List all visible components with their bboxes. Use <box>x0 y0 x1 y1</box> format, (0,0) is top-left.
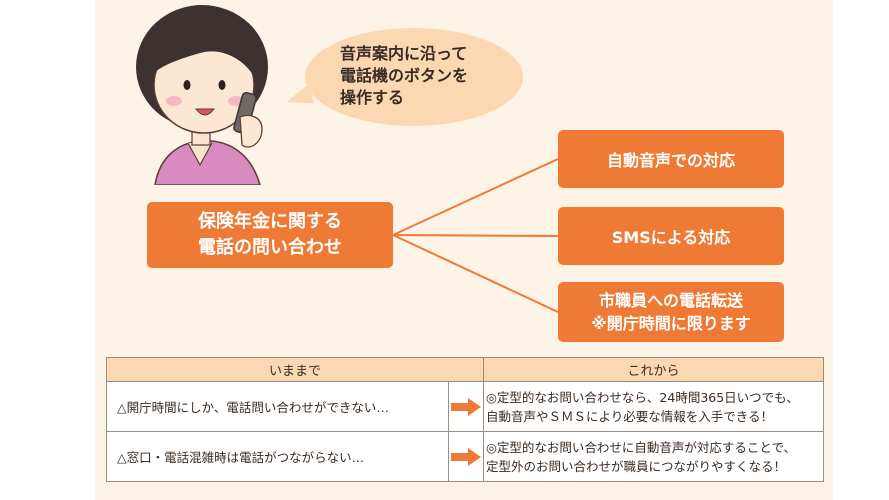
pension-inquiry-box: 保険年金に関する 電話の問い合わせ <box>147 202 393 268</box>
before-cell: △窓口・電話混雑時は電話がつながらない… <box>106 431 449 482</box>
after-line: 自動音声やＳＭＳにより必要な情報を入手できる！ <box>486 408 774 424</box>
bubble-line: 音声案内に沿って <box>340 44 468 63</box>
arrow-cell <box>448 431 484 482</box>
right-arrow-icon <box>451 397 481 416</box>
option-sms: SMSによる対応 <box>558 207 784 265</box>
connector-line-3 <box>392 234 559 313</box>
after-cell: ◎定型的なお問い合わせなら、24時間365日いつでも、 自動音声やＳＭＳにより必… <box>483 381 824 432</box>
option-label: SMSによる対応 <box>611 228 731 247</box>
after-line: ◎定型的なお問い合わせなら、24時間365日いつでも、 <box>486 389 799 405</box>
before-cell: △開庁時間にしか、電話問い合わせができない… <box>106 381 449 432</box>
speech-bubble <box>305 28 523 126</box>
after-cell: ◎定型的なお問い合わせに自動音声が対応することで、 定型外のお問い合わせが職員に… <box>483 431 824 482</box>
comparison-table: いままで これから △開庁時間にしか、電話問い合わせができない… ◎定型的なお問… <box>106 357 824 482</box>
option-note: ※開庁時間に限ります <box>591 314 751 333</box>
option-label: 市職員への電話転送 <box>598 291 743 310</box>
woman-on-phone-illustration <box>136 5 268 185</box>
right-arrow-icon <box>451 447 481 466</box>
bubble-line: 操作する <box>340 88 405 107</box>
speech-bubble-text: 音声案内に沿って 電話機のボタンを 操作する <box>340 43 510 109</box>
main-box-line: 電話の問い合わせ <box>198 237 342 258</box>
option-staff-transfer: 市職員への電話転送 ※開庁時間に限ります <box>558 282 784 342</box>
header-after: これから <box>483 357 824 382</box>
main-box-line: 保険年金に関する <box>198 211 342 232</box>
connector-line-2 <box>392 234 559 237</box>
after-line: 定型外のお問い合わせが職員につながりやすくなる！ <box>486 458 787 474</box>
table-row: △窓口・電話混雑時は電話がつながらない… ◎定型的なお問い合わせに自動音声が対応… <box>106 431 824 482</box>
arrow-cell <box>448 381 484 432</box>
table-header-row: いままで これから <box>106 357 824 382</box>
option-label: 自動音声での対応 <box>606 151 735 170</box>
connector-line-1 <box>392 158 559 236</box>
table-row: △開庁時間にしか、電話問い合わせができない… ◎定型的なお問い合わせなら、24時… <box>106 381 824 432</box>
option-automated-voice: 自動音声での対応 <box>558 130 784 188</box>
bubble-line: 電話機のボタンを <box>340 66 469 85</box>
after-line: ◎定型的なお問い合わせに自動音声が対応することで、 <box>486 439 797 455</box>
header-before: いままで <box>106 357 484 382</box>
